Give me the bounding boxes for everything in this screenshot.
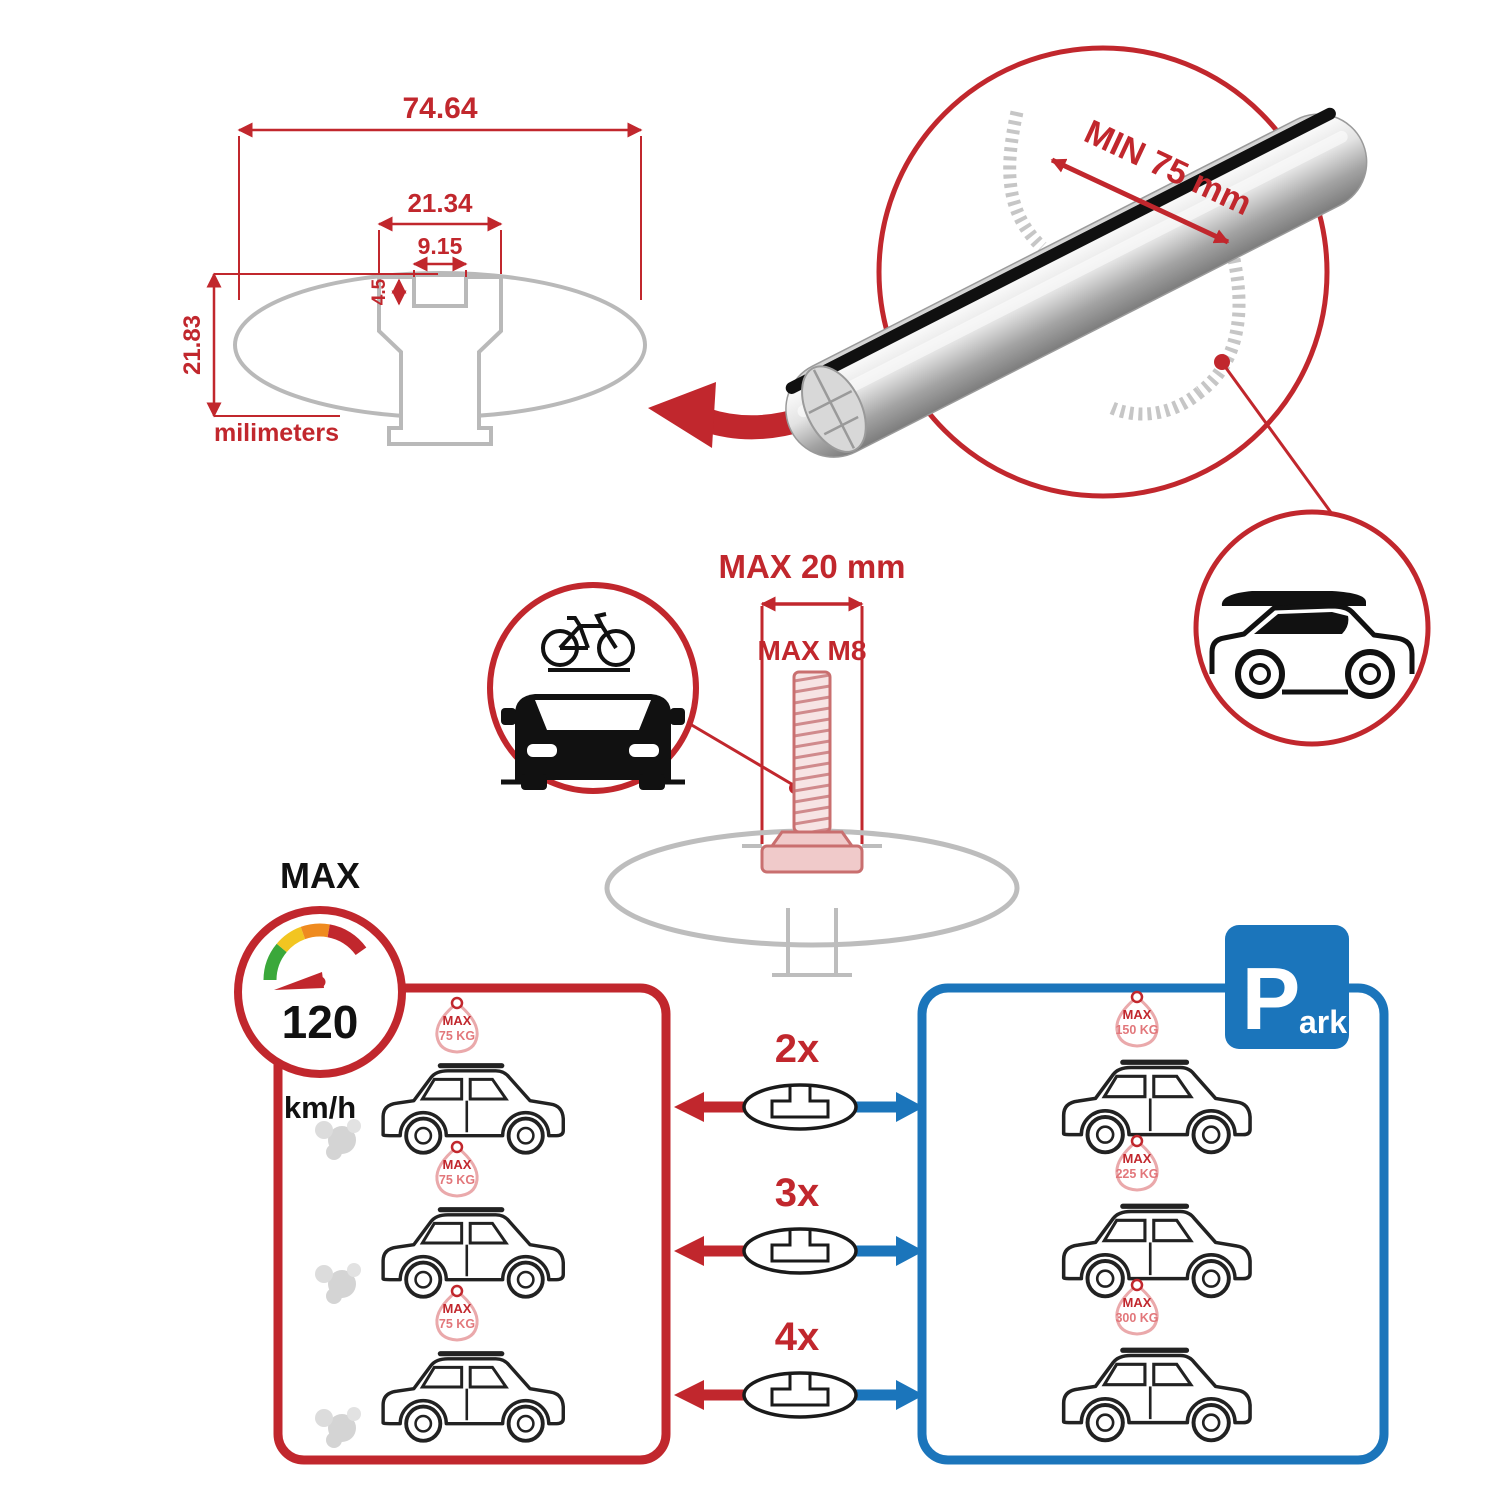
arrowhead — [648, 382, 716, 448]
callout-line-to-car — [1224, 367, 1337, 519]
right-arrowhead-3 — [896, 1380, 924, 1410]
load-sign-3-value: 75 KG — [439, 1317, 475, 1331]
callout-dot — [1214, 354, 1230, 370]
bicycle-icon — [541, 612, 635, 667]
right-arrowhead-1 — [896, 1092, 924, 1122]
parking-sign: P ark — [1225, 925, 1349, 1049]
parking-letter: P — [1242, 949, 1301, 1048]
dim-total-height-label: 21.83 — [179, 315, 206, 375]
parked-sign-2-title: MAX — [1123, 1151, 1152, 1166]
bolt-spec-diagram: MAX 20 mm MAX M8 — [604, 548, 1020, 977]
parking-sign-plate — [1225, 925, 1349, 1049]
load-sign-1-title: MAX — [443, 1013, 472, 1028]
dimension-total-width — [237, 122, 643, 300]
parked-sign-1-value: 150 KG — [1115, 1023, 1158, 1037]
load-sign-3-title: MAX — [443, 1301, 472, 1316]
parking-suffix: ark — [1299, 1004, 1347, 1040]
t-slot-opening — [412, 277, 468, 308]
cross-section-diagram: 74.64 21.34 9.15 4.5 21.83 milimeters — [179, 92, 647, 447]
left-arrowhead-2 — [674, 1236, 704, 1266]
gauge-pivot — [314, 976, 326, 988]
right-arrowhead-2 — [896, 1236, 924, 1266]
parked-sign-1-title: MAX — [1123, 1007, 1152, 1022]
t-bolt-head — [760, 844, 864, 874]
dim-lip-depth-label: 4.5 — [369, 278, 390, 305]
dim-total-width-label: 74.64 — [402, 92, 477, 125]
gauge-needle — [274, 972, 324, 990]
dimension-outer-slot — [377, 216, 503, 274]
callout-line-to-bolt — [689, 722, 796, 788]
speed-limit-gauge: MAX 120 km/h — [234, 855, 406, 1125]
driving-cars: MAX 75 KG MAX 75 KG MAX 75 KG — [315, 996, 566, 1448]
load-sign-1-value: 75 KG — [439, 1029, 475, 1043]
bike-carrier-view — [487, 582, 801, 794]
speed-value: 120 — [282, 996, 359, 1048]
clamp-strap-front — [1105, 386, 1205, 421]
bar-count-3: 4x — [775, 1315, 820, 1359]
left-arrowhead-1 — [674, 1092, 704, 1122]
units-label: milimeters — [214, 419, 339, 447]
crossbar-icon-2 — [742, 1227, 858, 1275]
speed-max-label: MAX — [280, 855, 360, 896]
load-sign-2-value: 75 KG — [439, 1173, 475, 1187]
parked-sign-3-value: 300 KG — [1115, 1311, 1158, 1325]
gauge-arcs — [263, 923, 367, 981]
bar-count-rows: 2x 3x 4x — [674, 1027, 924, 1419]
max-thread-label: MAX M8 — [758, 635, 867, 666]
left-arrowhead-3 — [674, 1380, 704, 1410]
parked-sign-2-value: 225 KG — [1115, 1167, 1158, 1181]
dim-inner-slot-label: 9.15 — [418, 233, 463, 259]
suv-with-roofbox — [1209, 591, 1415, 699]
t-slot-profile — [377, 275, 503, 446]
parked-cars: MAX 150 KG MAX 225 KG MAX 300 KG — [1061, 990, 1253, 1443]
t-bolt — [760, 670, 864, 874]
bar-count-1: 2x — [775, 1027, 820, 1071]
dimension-total-height — [206, 272, 438, 418]
min-span-arrow — [1050, 157, 1230, 245]
dim-outer-slot-label: 21.34 — [407, 188, 473, 218]
speed-units: km/h — [284, 1090, 356, 1125]
max-width-label: MAX 20 mm — [718, 548, 905, 585]
clamp-strap — [1003, 110, 1246, 398]
crossbar-icon-3 — [742, 1371, 858, 1419]
bar-count-2: 3x — [775, 1171, 820, 1215]
load-sign-2-title: MAX — [443, 1157, 472, 1172]
crossbar-icon-1 — [742, 1083, 858, 1131]
crossbar-detail-view: MIN 75 mm — [785, 45, 1368, 519]
car-front-icon — [501, 694, 685, 790]
ghost-profile-stem — [772, 908, 852, 977]
suv-roofbox-view — [1193, 509, 1431, 747]
parked-sign-3-title: MAX — [1123, 1295, 1152, 1310]
roof-box — [1221, 591, 1366, 606]
